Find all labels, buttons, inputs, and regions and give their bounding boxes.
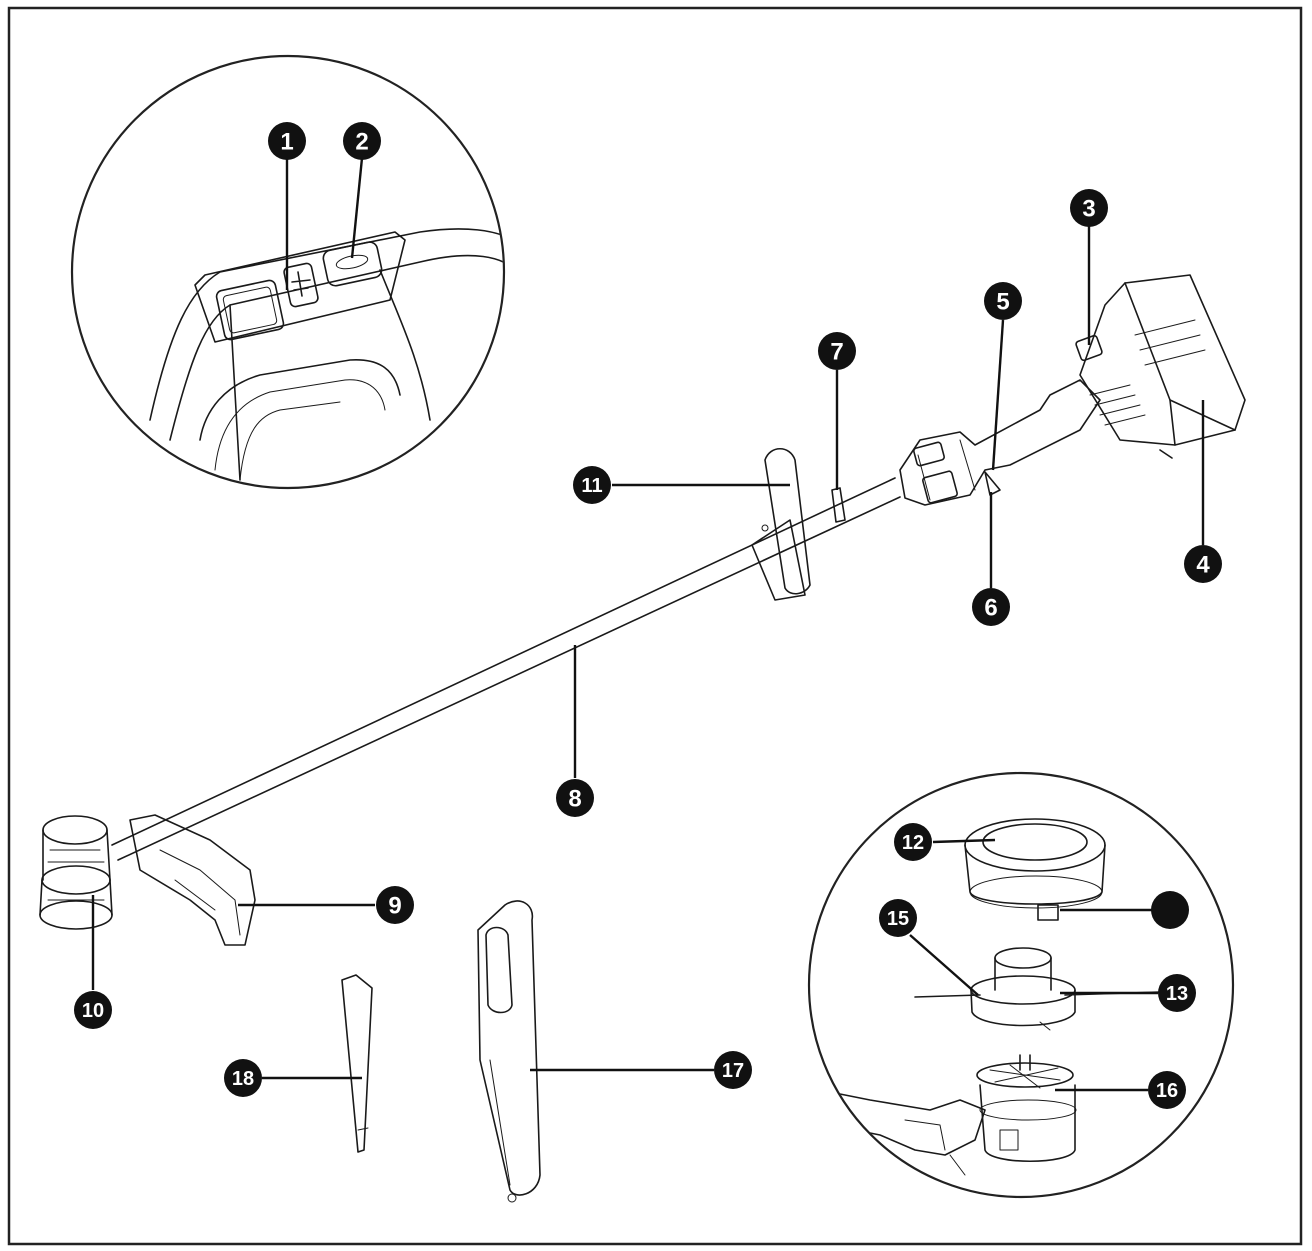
callout-3: 3 [1070, 189, 1108, 227]
callout-8: 8 [556, 779, 594, 817]
svg-text:5: 5 [996, 289, 1009, 316]
svg-text:6: 6 [984, 595, 997, 622]
callout-15: 15 [879, 899, 917, 937]
svg-text:9: 9 [388, 893, 401, 920]
callout-13: 13 [1158, 974, 1196, 1012]
svg-text:7: 7 [830, 339, 843, 366]
svg-text:16: 16 [1156, 1080, 1178, 1102]
shoulder-strap [477, 900, 541, 1196]
svg-text:8: 8 [568, 786, 581, 813]
callout-10: 10 [74, 991, 112, 1029]
callout-1: 1 [268, 122, 306, 160]
callout-2: 2 [343, 122, 381, 160]
shaft [111, 477, 901, 861]
svg-text:2: 2 [355, 129, 368, 156]
callout-4: 4 [1184, 545, 1222, 583]
svg-text:10: 10 [82, 1000, 104, 1022]
callout-14 [1151, 891, 1189, 929]
svg-text:18: 18 [232, 1068, 254, 1090]
callout-16: 16 [1148, 1071, 1186, 1109]
callout-7: 7 [818, 332, 856, 370]
svg-text:3: 3 [1082, 196, 1095, 223]
callouts: 1 2 3 4 5 6 7 8 9 10 11 12 15 13 16 17 1… [74, 122, 1222, 1109]
svg-text:17: 17 [722, 1060, 744, 1082]
callout-5: 5 [984, 282, 1022, 320]
callout-12: 12 [894, 823, 932, 861]
hex-key [341, 974, 373, 1153]
callout-18: 18 [224, 1059, 262, 1097]
svg-text:12: 12 [902, 832, 924, 854]
callout-11: 11 [573, 466, 611, 504]
callout-9: 9 [376, 886, 414, 924]
auxiliary-handle [764, 447, 811, 595]
svg-text:11: 11 [581, 475, 602, 497]
trimmer-head-base [976, 1054, 1077, 1162]
svg-text:15: 15 [887, 908, 909, 930]
callout-6: 6 [972, 588, 1010, 626]
callout-17: 17 [714, 1051, 752, 1089]
svg-text:1: 1 [280, 129, 293, 156]
svg-text:4: 4 [1196, 552, 1210, 579]
trimmer-head [39, 815, 113, 930]
guard [129, 814, 256, 946]
spool-cap [964, 818, 1106, 921]
svg-text:13: 13 [1166, 983, 1188, 1005]
leader-lines [91, 157, 1205, 1092]
